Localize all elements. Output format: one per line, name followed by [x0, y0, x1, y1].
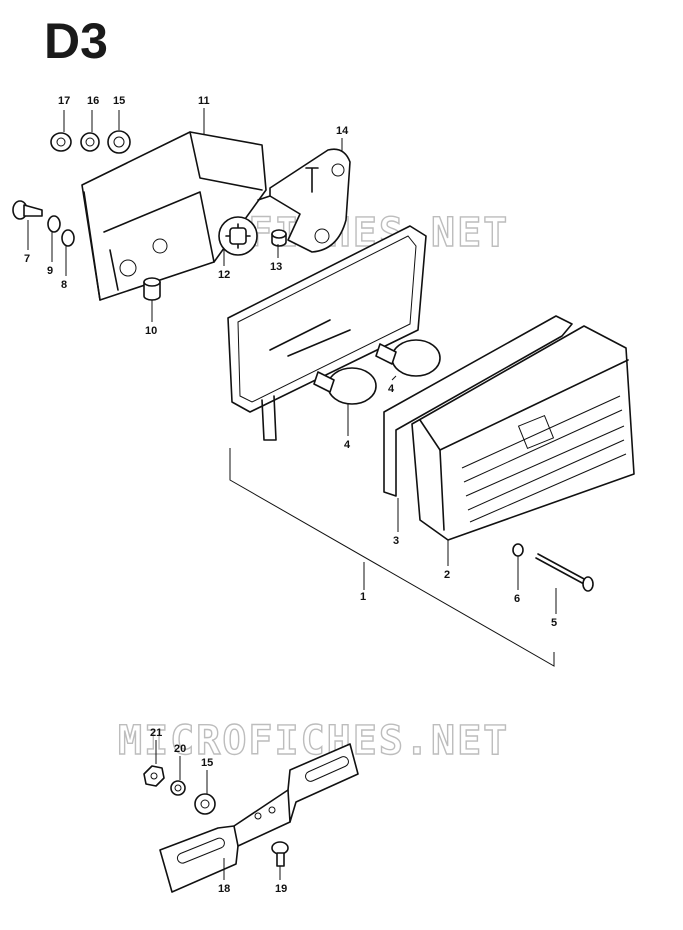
callout-10: 10	[145, 325, 157, 337]
lamp-base-plate	[227, 225, 427, 441]
assembly-bracket-line	[229, 448, 555, 667]
callout-4-right: 4	[388, 383, 395, 395]
callout-9: 9	[47, 265, 53, 277]
spacer-part	[143, 277, 161, 301]
bolt-part-19	[271, 841, 289, 867]
callout-16: 16	[87, 95, 99, 107]
washer-part-9	[47, 215, 61, 233]
nut-part-21	[143, 765, 165, 787]
washer-part-8	[61, 229, 75, 247]
callout-11: 11	[198, 95, 210, 107]
bulb-socket-part	[218, 216, 258, 256]
callout-2: 2	[444, 569, 450, 581]
callout-1: 1	[360, 591, 366, 603]
callout-19: 19	[275, 883, 287, 895]
bushing-part	[271, 229, 287, 247]
callout-labels: 17 16 15 11 14 7 9 8 10 12 13 4 4 3 2 6 …	[24, 95, 557, 895]
screw-part-5	[535, 553, 594, 592]
washer-part-6	[512, 543, 524, 557]
leader-lines	[27, 108, 557, 880]
callout-17: 17	[58, 95, 70, 107]
bulb-part-4-left	[313, 367, 377, 405]
callout-7: 7	[24, 253, 30, 265]
callout-4-left: 4	[344, 439, 351, 451]
bolt-part-7	[12, 200, 43, 220]
callout-13: 13	[270, 261, 282, 273]
callout-20: 20	[174, 743, 186, 755]
washer-part-20	[170, 780, 186, 796]
callout-5: 5	[551, 617, 557, 629]
callout-6: 6	[514, 593, 520, 605]
callout-15-top: 15	[113, 95, 125, 107]
watermark-bottom: MICROFICHES.NET	[118, 718, 509, 764]
callout-12: 12	[218, 269, 230, 281]
bracket-plate-part	[257, 148, 351, 253]
callout-14: 14	[336, 125, 349, 137]
washer-part-15-bottom	[194, 793, 216, 815]
bulb-part-4-right	[375, 339, 441, 377]
gasket-part-3	[383, 315, 573, 497]
housing-base-part	[81, 131, 267, 301]
washer-part-16	[80, 132, 100, 152]
callout-8: 8	[61, 279, 67, 291]
callout-3: 3	[393, 535, 399, 547]
washer-part-15-top	[107, 130, 131, 154]
lens-part-2	[411, 325, 635, 541]
page-code-title: D3	[44, 13, 108, 69]
nut-part-17	[50, 132, 72, 152]
callout-18: 18	[218, 883, 230, 895]
callout-15-bottom: 15	[201, 757, 213, 769]
license-bracket-part-18	[159, 743, 359, 893]
callout-21: 21	[150, 727, 162, 739]
